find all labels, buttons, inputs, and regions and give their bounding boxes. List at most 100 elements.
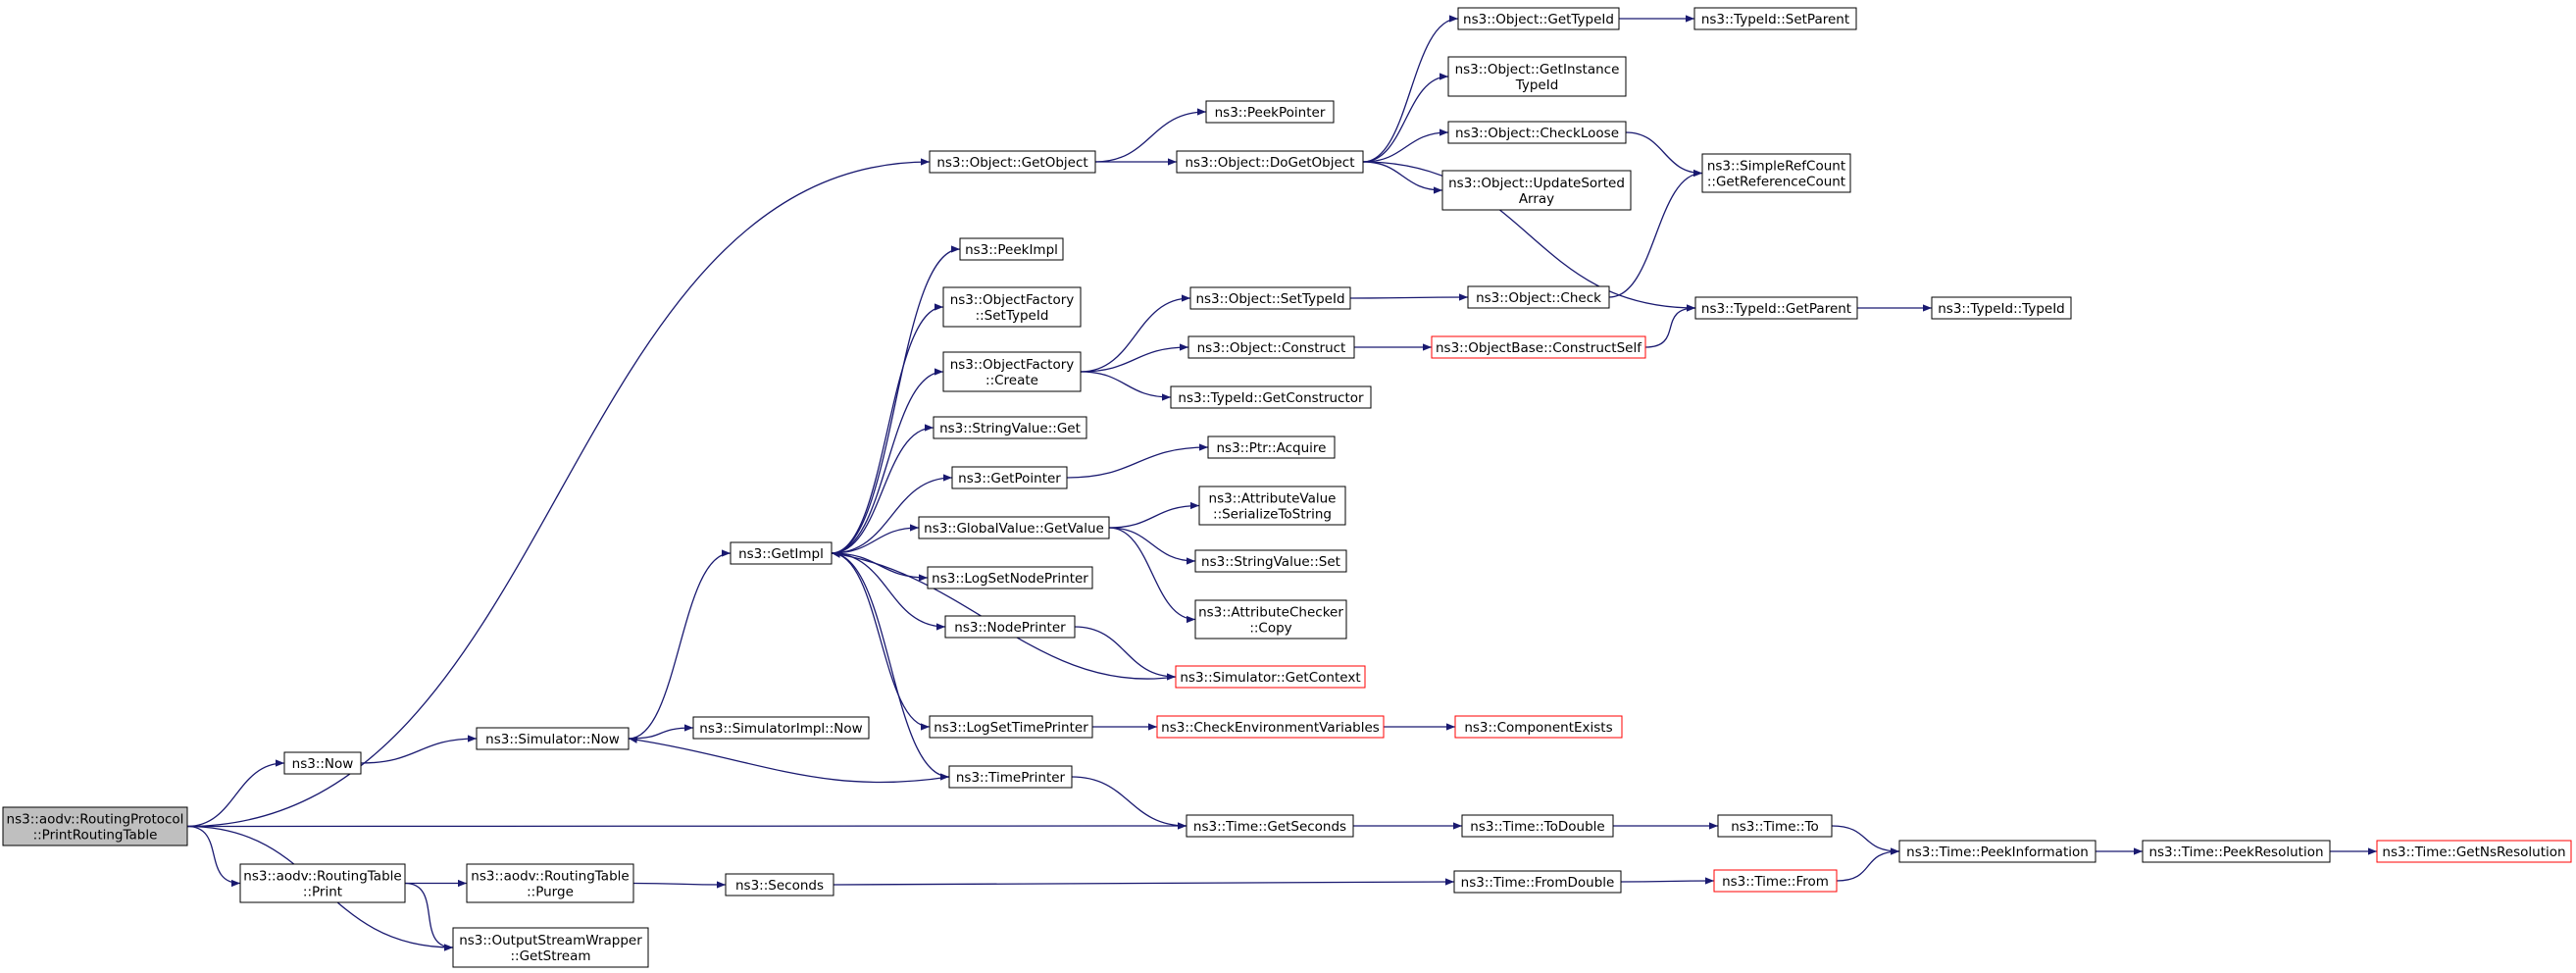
edge-gvgetvalue-to-avserialize [1108,501,1200,529]
node-timetodouble[interactable]: ns3::Time::ToDouble [1461,814,1614,838]
edge-dogetobject-to-objgettypeid [1362,15,1459,163]
edge-dogetobject-to-tidgetparent [1362,161,1696,312]
node-label-line: ns3::GetPointer [958,471,1061,486]
node-label-line: ns3::ObjectFactory [950,357,1075,373]
node-label-line: ns3::Object::CheckLoose [1455,126,1619,141]
node-label-line: ns3::Seconds [735,878,824,894]
node-label-line: ns3::Time::GetSeconds [1193,819,1346,835]
node-nodeprinter[interactable]: ns3::NodePrinter [944,615,1076,639]
node-timefromdouble[interactable]: ns3::Time::FromDouble [1453,870,1622,894]
node-label-line: ns3::TimePrinter [956,770,1066,786]
node-tidtypeid[interactable]: ns3::TypeId::TypeId [1931,296,2072,320]
node-tidsetparent[interactable]: ns3::TypeId::SetParent [1693,7,1857,30]
node-getpointer[interactable]: ns3::GetPointer [951,466,1068,489]
node-timegetseconds[interactable]: ns3::Time::GetSeconds [1186,814,1354,838]
edge-gvgetvalue-to-svset [1108,527,1196,565]
node-objconstruct[interactable]: ns3::Object::Construct [1187,335,1355,359]
edge-getimpl-to-nodeprinter [831,552,946,631]
node-peekimpl[interactable]: ns3::PeekImpl [959,237,1064,261]
node-box [1431,335,1646,359]
edge-simnow-to-simimplnow [628,724,694,740]
node-timeprinter[interactable]: ns3::TimePrinter [948,765,1073,789]
node-tidgetparent[interactable]: ns3::TypeId::GetParent [1694,296,1858,320]
node-tidgetconstructor[interactable]: ns3::TypeId::GetConstructor [1170,385,1372,409]
node-rtprint[interactable]: ns3::aodv::RoutingTable::Print [239,863,406,903]
node-ofcreate[interactable]: ns3::ObjectFactory::Create [942,351,1082,392]
node-objcheck[interactable]: ns3::Object::Check [1467,285,1610,309]
node-rtpurge[interactable]: ns3::aodv::RoutingTable::Purge [466,863,634,903]
node-componentexists[interactable]: ns3::ComponentExists [1454,715,1623,739]
node-box [1175,665,1366,689]
node-label-line: ns3::TypeId::GetParent [1701,301,1851,317]
node-label-line: ns3::ObjectBase::ConstructSelf [1436,340,1642,356]
node-timegetnsres[interactable]: ns3::Time::GetNsResolution [2376,840,2572,863]
node-box [944,615,1076,639]
edge-getimpl-to-peekimpl [831,245,961,554]
node-gvgetvalue[interactable]: ns3::GlobalValue::GetValue [918,516,1110,539]
node-peekpointer[interactable]: ns3::PeekPointer [1205,100,1335,124]
node-box [1898,840,2096,863]
node-box [476,727,630,750]
node-objgettypeid[interactable]: ns3::Object::GetTypeId [1457,7,1620,30]
node-label-line: ::SetTypeId [976,308,1049,324]
node-box [929,715,1093,739]
node-dogetobject[interactable]: ns3::Object::DoGetObject [1176,150,1364,174]
node-box [1194,549,1347,573]
edge-seconds-to-timefromdouble [833,878,1455,886]
node-simgetcontext[interactable]: ns3::Simulator::GetContext [1175,665,1366,689]
node-simnow[interactable]: ns3::Simulator::Now [476,727,630,750]
node-label-line: ns3::ComponentExists [1464,720,1612,736]
edge-root-to-getobject [186,158,931,828]
edge-getpointer-to-ptracquire [1066,443,1209,479]
node-seconds[interactable]: ns3::Seconds [725,873,834,896]
node-ptracquire[interactable]: ns3::Ptr::Acquire [1207,435,1336,459]
node-label-line: ::PrintRoutingTable [33,828,158,844]
node-logsetnodeprinter[interactable]: ns3::LogSetNodePrinter [927,566,1093,589]
node-label-line: ::Copy [1249,621,1291,637]
node-box [1198,486,1346,526]
node-box [1453,870,1622,894]
nodes-layer: ns3::aodv::RoutingProtocol::PrintRouting… [2,7,2572,968]
node-box [1713,869,1838,893]
node-getstream[interactable]: ns3::OutputStreamWrapper::GetStream [452,927,649,968]
node-logsettimeprinter[interactable]: ns3::LogSetTimePrinter [929,715,1093,739]
node-box [239,863,406,903]
node-objsettypeid[interactable]: ns3::Object::SetTypeId [1189,286,1351,310]
node-label-line: ns3::Object::SetTypeId [1195,291,1344,307]
node-checkenv[interactable]: ns3::CheckEnvironmentVariables [1156,715,1385,739]
node-now[interactable]: ns3::Now [283,751,362,775]
node-box [1186,814,1354,838]
node-objcheckloose[interactable]: ns3::Object::CheckLoose [1447,121,1627,144]
node-timeto[interactable]: ns3::Time::To [1717,814,1833,838]
edge-getimpl-to-logsettimeprinter [831,552,931,731]
node-box [1457,7,1620,30]
node-box [1170,385,1372,409]
node-simimplnow[interactable]: ns3::SimulatorImpl::Now [692,716,870,740]
node-timepeekres[interactable]: ns3::Time::PeekResolution [2142,840,2331,863]
node-label-line: ns3::Object::Check [1476,290,1601,306]
node-getimpl[interactable]: ns3::GetImpl [730,541,833,565]
node-accopy[interactable]: ns3::AttributeChecker::Copy [1194,599,1347,640]
node-box [452,927,649,968]
node-ofsettypeid[interactable]: ns3::ObjectFactory::SetTypeId [942,286,1082,328]
node-timefrom[interactable]: ns3::Time::From [1713,869,1838,893]
node-label-line: ns3::StringValue::Get [939,421,1081,436]
node-svset[interactable]: ns3::StringValue::Set [1194,549,1347,573]
node-box [1205,100,1335,124]
node-box [1701,153,1851,193]
node-srcgetrefcount[interactable]: ns3::SimpleRefCount::GetReferenceCount [1701,153,1851,193]
node-box [2142,840,2331,863]
node-getobject[interactable]: ns3::Object::GetObject [929,150,1096,174]
node-label-line: ns3::AttributeChecker [1198,605,1343,621]
node-avserialize[interactable]: ns3::AttributeValue::SerializeToString [1198,486,1346,526]
node-root[interactable]: ns3::aodv::RoutingProtocol::PrintRouting… [2,806,188,846]
node-svget[interactable]: ns3::StringValue::Get [933,416,1087,439]
node-obconstructself[interactable]: ns3::ObjectBase::ConstructSelf [1431,335,1646,359]
node-timepeekinfo[interactable]: ns3::Time::PeekInformation [1898,840,2096,863]
edge-rtpurge-to-seconds [632,881,727,889]
node-label-line: ns3::aodv::RoutingTable [243,869,401,885]
edge-timeprinter-to-timegetseconds [1071,776,1187,830]
